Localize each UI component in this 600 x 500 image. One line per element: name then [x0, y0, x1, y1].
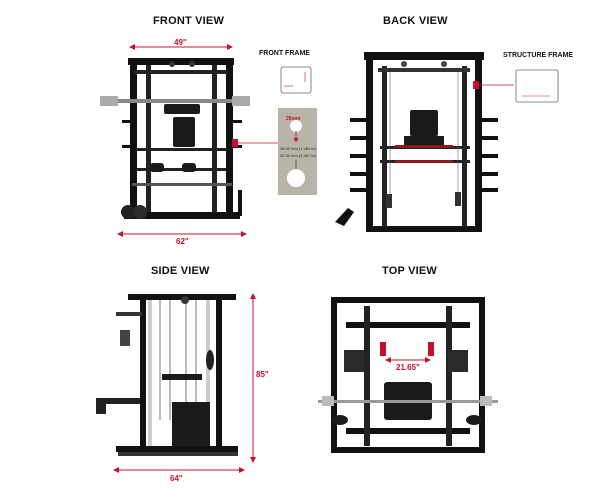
structure-frame-title: STRUCTURE FRAME [503, 52, 573, 59]
front-frame-spacing-2: 52.30 mm (2.497 in) [280, 153, 316, 158]
back-view-rack [335, 52, 498, 232]
side-view-title: SIDE VIEW [151, 265, 210, 277]
side-view-rack [96, 294, 238, 456]
front-width-top-label: 49" [174, 38, 187, 47]
top-view-rack [318, 297, 498, 453]
front-width-bottom-label: 62" [176, 237, 189, 246]
structure-frame-callout [515, 69, 559, 103]
front-view-title: FRONT VIEW [153, 15, 225, 27]
front-frame-hole-size: 26mm [286, 116, 301, 122]
top-view-title: TOP VIEW [382, 265, 437, 277]
front-frame-title: FRONT FRAME [259, 50, 310, 57]
front-view-rack [100, 44, 250, 219]
back-view-title: BACK VIEW [383, 15, 448, 27]
front-frame-spacing-1: 38.50 mm (1.484 in) [280, 146, 316, 151]
side-depth-label: 64" [170, 474, 183, 483]
side-height-label: 85" [256, 370, 269, 379]
top-inner-width-label: 21.65" [396, 363, 420, 372]
front-frame-callout [278, 66, 317, 195]
